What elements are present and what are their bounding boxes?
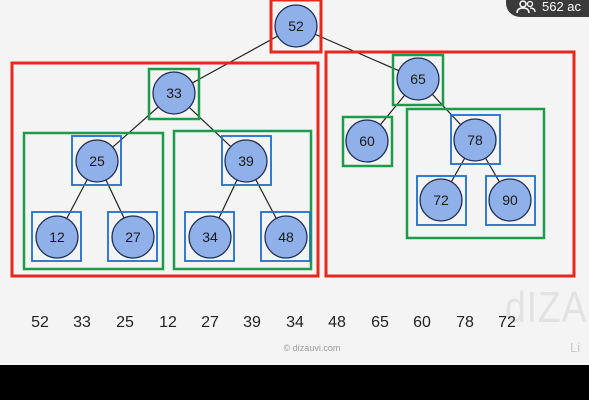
node-circle [264, 215, 308, 259]
edge-52-33 [173, 25, 297, 94]
node-label: 39 [238, 153, 254, 169]
node-circle [35, 215, 79, 259]
node-label: 65 [410, 71, 426, 87]
sequence-item: 39 [243, 314, 261, 331]
node-circle [419, 178, 463, 222]
node-34: 34 [188, 215, 232, 259]
box-72 [416, 175, 467, 226]
nodes: 52 33 65 25 39 60 78 12 27 34 48 72 90 [35, 4, 532, 259]
box-90 [485, 175, 536, 226]
box-65 [391, 53, 445, 107]
node-label: 25 [89, 153, 105, 169]
node-circle [111, 215, 155, 259]
viewer-count-badge[interactable]: 562 ac [506, 0, 589, 17]
bottom-bar [0, 365, 589, 400]
node-circle [188, 215, 232, 259]
node-circle [488, 178, 532, 222]
sequence-item: 27 [201, 314, 219, 331]
node-65: 65 [396, 57, 440, 101]
node-label: 27 [125, 229, 141, 245]
sequence-item: 33 [73, 314, 91, 331]
sequence-item: 25 [116, 314, 134, 331]
sequence-item: 12 [159, 314, 177, 331]
box-27 [107, 211, 158, 262]
box-subtree-39 [172, 129, 313, 271]
node-label: 90 [502, 192, 518, 208]
box-33 [147, 67, 201, 121]
sequence-item: 60 [413, 314, 431, 331]
node-label: 52 [288, 18, 304, 34]
node-label: 48 [278, 229, 294, 245]
box-subtree-78 [405, 107, 546, 240]
copyright-text: © dizauvi.com [283, 343, 341, 353]
sequence-item: 72 [498, 314, 516, 331]
box-34 [184, 211, 235, 262]
node-25: 25 [75, 139, 119, 183]
subtree-boxes [10, 0, 576, 278]
node-label: 72 [433, 192, 449, 208]
slide: 52 33 65 25 39 60 78 12 27 34 48 72 90 d… [0, 0, 589, 365]
node-label: 60 [359, 133, 375, 149]
node-label: 33 [166, 85, 182, 101]
node-label: 12 [49, 229, 65, 245]
left-subtree-box [10, 61, 320, 278]
node-60: 60 [345, 119, 389, 163]
sequence-item: 48 [328, 314, 346, 331]
right-subtree-box [324, 50, 576, 278]
sequence-item: 34 [286, 314, 304, 331]
sequence-item: 78 [456, 314, 474, 331]
node-33: 33 [152, 71, 196, 115]
box-subtree-25 [22, 131, 165, 271]
node-label: 34 [202, 229, 218, 245]
sequence-item: 65 [371, 314, 389, 331]
box-48 [260, 211, 311, 262]
node-circle [274, 4, 318, 48]
node-label: 78 [467, 132, 483, 148]
box-12 [31, 211, 82, 262]
users-icon [516, 0, 536, 14]
box-78 [450, 114, 501, 165]
sequence-item: 52 [31, 314, 49, 331]
node-circle [453, 118, 497, 162]
watermark-logo: dIZAUV [505, 283, 589, 332]
watermark-small: Li [570, 340, 581, 355]
tree-diagram: 52 33 65 25 39 60 78 12 27 34 48 72 90 [10, 0, 576, 278]
node-48: 48 [264, 215, 308, 259]
box-60 [341, 115, 394, 168]
node-circle [345, 119, 389, 163]
node-90: 90 [488, 178, 532, 222]
node-72: 72 [419, 178, 463, 222]
root-box [269, 0, 323, 54]
node-circle [75, 139, 119, 183]
node-12: 12 [35, 215, 79, 259]
node-39: 39 [224, 139, 268, 183]
box-39 [221, 135, 272, 186]
node-27: 27 [111, 215, 155, 259]
node-circle [152, 71, 196, 115]
box-25 [71, 135, 122, 186]
viewer-count: 562 ac [542, 0, 582, 14]
node-circle [224, 139, 268, 183]
node-circle [396, 57, 440, 101]
node-78: 78 [453, 118, 497, 162]
node-52: 52 [274, 4, 318, 48]
